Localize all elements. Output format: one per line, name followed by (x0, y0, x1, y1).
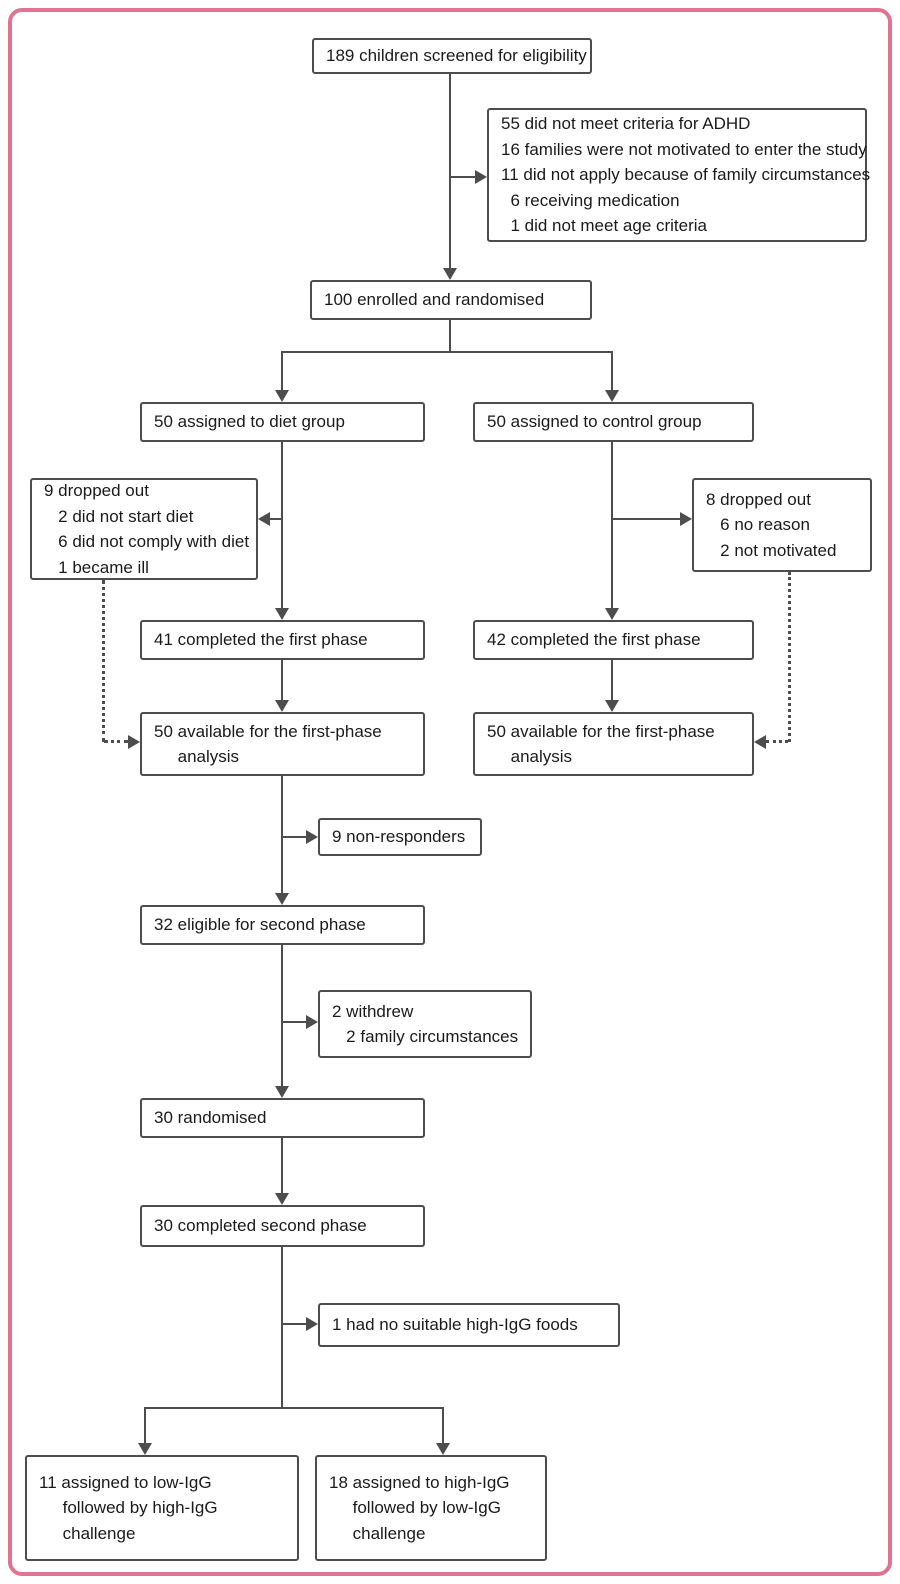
box-diet-completed-first: 41 completed the first phase (140, 620, 425, 660)
arrowhead-into-withdrew (306, 1015, 318, 1029)
box-enrolled-text: 100 enrolled and randomised (324, 290, 545, 310)
connector-split-to-high-igg (442, 1407, 444, 1444)
box-low-igg-text: 11 assigned to low-IgG followed by high-… (39, 1472, 218, 1543)
connector-split-bar-top (281, 351, 613, 353)
box-control-group-text: 50 assigned to control group (487, 412, 702, 432)
box-diet-dropout-text: 9 dropped out 2 did not start diet 6 did… (44, 481, 250, 577)
box-diet-analysis: 50 available for the first-phase analysi… (140, 712, 425, 776)
box-withdrew-text: 2 withdrew 2 family circumstances (332, 1001, 519, 1047)
box-non-responders: 9 non-responders (318, 818, 482, 856)
connector-split-to-low-igg (144, 1407, 146, 1444)
box-randomised-second-text: 30 randomised (154, 1108, 267, 1128)
box-diet-analysis-text: 50 available for the first-phase analysi… (154, 721, 382, 767)
box-control-dropout-text: 8 dropped out 6 no reason 2 not motivate… (706, 489, 837, 560)
dotted-connector-diet-dropout-h (104, 740, 128, 743)
box-control-analysis: 50 available for the first-phase analysi… (473, 712, 754, 776)
dotted-connector-control-dropout-h (766, 740, 788, 743)
arrowhead-into-diet-analysis (275, 700, 289, 712)
box-completed-second-text: 30 completed second phase (154, 1216, 367, 1236)
arrowhead-into-diet-completed (275, 608, 289, 620)
box-control-analysis-text: 50 available for the first-phase analysi… (487, 721, 715, 767)
arrowhead-into-high-igg (436, 1443, 450, 1455)
arrowhead-dotted-into-control-analysis (754, 735, 766, 749)
arrowhead-into-control-completed (605, 608, 619, 620)
connector-to-control-dropout (613, 518, 680, 520)
box-control-group: 50 assigned to control group (473, 402, 754, 442)
box-no-suitable-foods-text: 1 had no suitable high-IgG foods (332, 1315, 578, 1335)
box-enrolled: 100 enrolled and randomised (310, 280, 592, 320)
box-control-dropout: 8 dropped out 6 no reason 2 not motivate… (692, 478, 872, 572)
connector-completed-split (281, 1247, 283, 1409)
box-diet-group-text: 50 assigned to diet group (154, 412, 345, 432)
box-withdrew: 2 withdrew 2 family circumstances (318, 990, 532, 1058)
connector-control-completed (611, 442, 613, 609)
box-excluded-text: 55 did not meet criteria for ADHD 16 fam… (501, 114, 871, 236)
connector-enrolled-split (449, 320, 451, 353)
box-high-igg-text: 18 assigned to high-IgG followed by low-… (329, 1472, 510, 1543)
arrowhead-into-enrolled (443, 268, 457, 280)
box-no-suitable-foods: 1 had no suitable high-IgG foods (318, 1303, 620, 1347)
arrowhead-into-excluded (475, 170, 487, 184)
arrowhead-into-control-analysis (605, 700, 619, 712)
box-screened: 189 children screened for eligibility (312, 38, 592, 74)
box-screened-text: 189 children screened for eligibility (326, 46, 587, 66)
box-diet-dropout: 9 dropped out 2 did not start diet 6 did… (30, 478, 258, 580)
connector-split-to-control (611, 351, 613, 391)
arrowhead-into-control-group (605, 390, 619, 402)
connector-to-non-responders (282, 836, 306, 838)
connector-randomised-completed (281, 1138, 283, 1194)
box-completed-second: 30 completed second phase (140, 1205, 425, 1247)
box-non-responders-text: 9 non-responders (332, 827, 466, 847)
box-randomised-second: 30 randomised (140, 1098, 425, 1138)
box-eligible-second-text: 32 eligible for second phase (154, 915, 366, 935)
box-diet-group: 50 assigned to diet group (140, 402, 425, 442)
connector-eligible-randomised (281, 945, 283, 1087)
connector-to-withdrew (282, 1021, 306, 1023)
box-eligible-second: 32 eligible for second phase (140, 905, 425, 945)
connector-diet-analysis (281, 660, 283, 701)
connector-to-no-suitable-foods (282, 1323, 306, 1325)
connector-screened-enrolled (449, 74, 451, 269)
arrowhead-into-diet-dropout (258, 512, 270, 526)
connector-control-analysis (611, 660, 613, 701)
box-low-igg: 11 assigned to low-IgG followed by high-… (25, 1455, 299, 1561)
box-control-completed-first-text: 42 completed the first phase (487, 630, 701, 650)
arrowhead-into-eligible (275, 893, 289, 905)
connector-to-excluded (450, 176, 476, 178)
dotted-connector-diet-dropout-v (102, 580, 105, 742)
box-high-igg: 18 assigned to high-IgG followed by low-… (315, 1455, 547, 1561)
arrowhead-dotted-into-diet-analysis (128, 735, 140, 749)
arrowhead-into-no-suitable-foods (306, 1317, 318, 1331)
arrowhead-into-diet-group (275, 390, 289, 402)
connector-analysis-eligible (281, 776, 283, 894)
connector-diet-completed (281, 442, 283, 609)
box-control-completed-first: 42 completed the first phase (473, 620, 754, 660)
figure-frame (8, 8, 892, 1576)
box-diet-completed-first-text: 41 completed the first phase (154, 630, 368, 650)
arrowhead-into-completed-second (275, 1193, 289, 1205)
arrowhead-into-control-dropout (680, 512, 692, 526)
connector-to-diet-dropout (270, 518, 282, 520)
arrowhead-into-randomised (275, 1086, 289, 1098)
arrowhead-into-non-responders (306, 830, 318, 844)
dotted-connector-control-dropout-v (788, 572, 791, 742)
connector-split-bar-bottom (144, 1407, 444, 1409)
arrowhead-into-low-igg (138, 1443, 152, 1455)
connector-split-to-diet (281, 351, 283, 391)
box-excluded: 55 did not meet criteria for ADHD 16 fam… (487, 108, 871, 242)
